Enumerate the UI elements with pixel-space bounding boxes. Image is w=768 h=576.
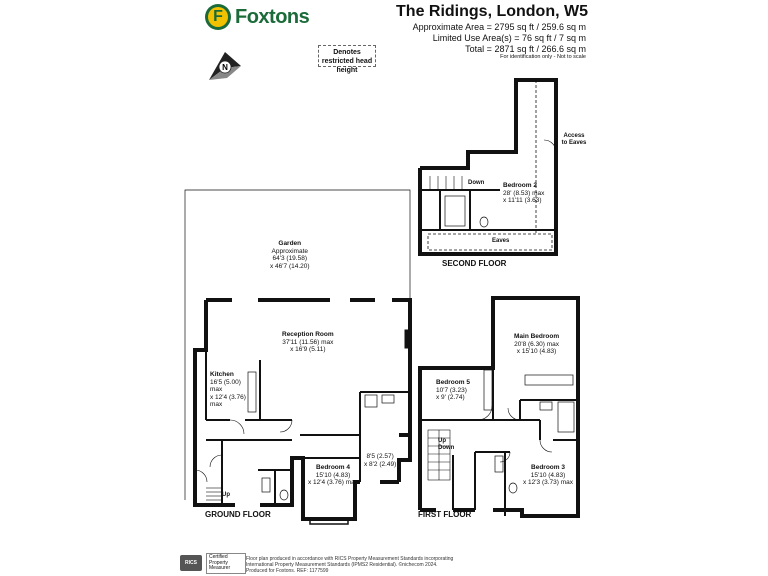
room-bedroom-4: Bedroom 4 15'10 (4.83) x 12'4 (3.76) max: [308, 464, 359, 486]
first-floor-label: FIRST FLOOR: [418, 510, 472, 519]
brand-name: Foxtons: [235, 5, 310, 28]
area-limited: Limited Use Area(s) = 76 sq ft / 7 sq m: [432, 33, 586, 43]
room-main-bedroom: Main Bedroom 20'8 (6.30) max x 15'10 (4.…: [514, 333, 560, 355]
eaves-label: Eaves: [492, 238, 510, 244]
room-garden: Garden Approximate 64'3 (19.58) x 46'7 (…: [270, 240, 310, 270]
restricted-height-legend: Denotes restricted head height: [318, 45, 376, 74]
area-summary: Approximate Area = 2795 sq ft / 259.6 sq…: [400, 22, 586, 55]
ground-floor-label: GROUND FLOOR: [205, 510, 271, 519]
foxtons-logo: F Foxtons: [205, 4, 310, 30]
room-kitchen: Kitchen 16'5 (5.00) max x 12'4 (3.76) ma…: [210, 371, 246, 408]
area-approx: Approximate Area = 2795 sq ft / 259.6 sq…: [412, 22, 586, 32]
ground-up-label: Up: [222, 492, 230, 498]
first-down-label: Down: [438, 445, 455, 451]
rics-logo-icon: RICS: [180, 555, 202, 572]
footer-disclaimer: Floor plan produced in accordance with R…: [246, 556, 454, 574]
compass-letter: N: [222, 63, 228, 72]
second-down-label: Down: [468, 180, 485, 186]
first-up-label: Up: [438, 438, 446, 444]
rics-footer: RICS Certified Property Measurer: [180, 553, 246, 574]
second-floor-label: SECOND FLOOR: [442, 259, 507, 268]
property-title: The Ridings, London, W5: [396, 3, 588, 20]
access-eaves-label: Access to Eaves: [561, 133, 587, 146]
compass-icon: N: [205, 48, 245, 84]
scale-note: For identification only - Not to scale: [500, 54, 586, 60]
area-total: Total = 2871 sq ft / 266.6 sq m: [465, 44, 586, 54]
room-bedroom-2: Bedroom 2 28' (8.53) max x 11'11 (3.63): [503, 182, 545, 204]
rics-certified-badge: Certified Property Measurer: [206, 553, 246, 574]
room-small: 8'5 (2.57) x 8'2 (2.49): [364, 453, 397, 468]
foxtons-badge-icon: F: [205, 4, 231, 30]
room-reception: Reception Room 37'11 (11.56) max x 16'9 …: [282, 331, 334, 353]
room-bedroom-5: Bedroom 5 10'7 (3.23) x 9' (2.74): [436, 379, 470, 401]
room-bedroom-3: Bedroom 3 15'10 (4.83) x 12'3 (3.73) max: [523, 464, 574, 486]
